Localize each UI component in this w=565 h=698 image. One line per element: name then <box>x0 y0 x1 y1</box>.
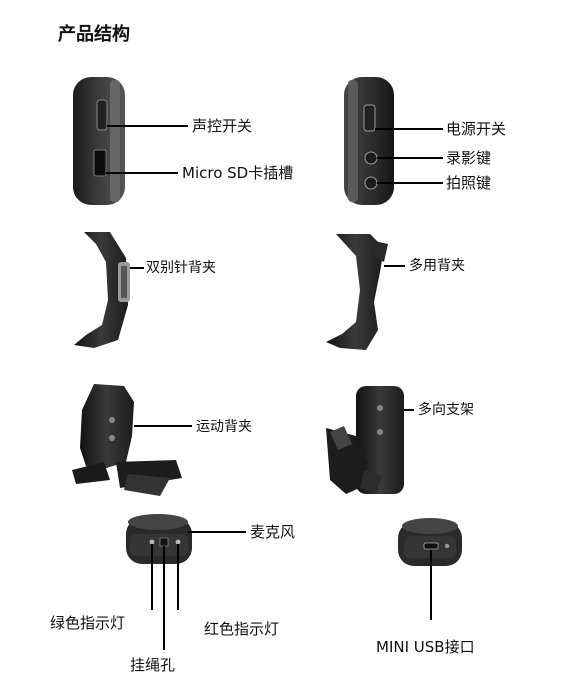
label-multi-direction-stand: 多向支架 <box>418 402 474 418</box>
label-microphone: 麦克风 <box>250 523 296 541</box>
camera-left-side-image <box>73 77 125 205</box>
label-power-switch: 电源开关 <box>446 120 507 138</box>
sport-clip-image <box>72 384 182 496</box>
label-photo-key: 拍照键 <box>446 174 492 192</box>
label-multi-purpose-clip: 多用背夹 <box>409 258 465 274</box>
label-green-indicator: 绿色指示灯 <box>50 614 126 632</box>
label-mini-usb-port: MINI USB接口 <box>376 638 475 656</box>
camera-bottom-view-image <box>126 514 192 564</box>
double-pin-clip-image <box>74 232 130 348</box>
label-sport-clip: 运动背夹 <box>196 419 252 435</box>
camera-right-side-image <box>344 77 394 205</box>
label-double-pin-clip: 双别针背夹 <box>146 260 216 276</box>
label-record-key: 录影键 <box>446 149 492 167</box>
label-micro-sd-slot: Micro SD卡插槽 <box>182 164 294 182</box>
section-title: 产品结构 <box>58 24 130 45</box>
label-lanyard-hole: 挂绳孔 <box>130 656 176 674</box>
multi-purpose-clip-image <box>326 234 388 350</box>
label-red-indicator: 红色指示灯 <box>204 620 280 638</box>
multi-direction-stand-image <box>326 386 404 494</box>
leader-lines <box>106 125 443 650</box>
camera-usb-view-image <box>398 518 462 566</box>
label-voice-switch: 声控开关 <box>192 117 253 135</box>
